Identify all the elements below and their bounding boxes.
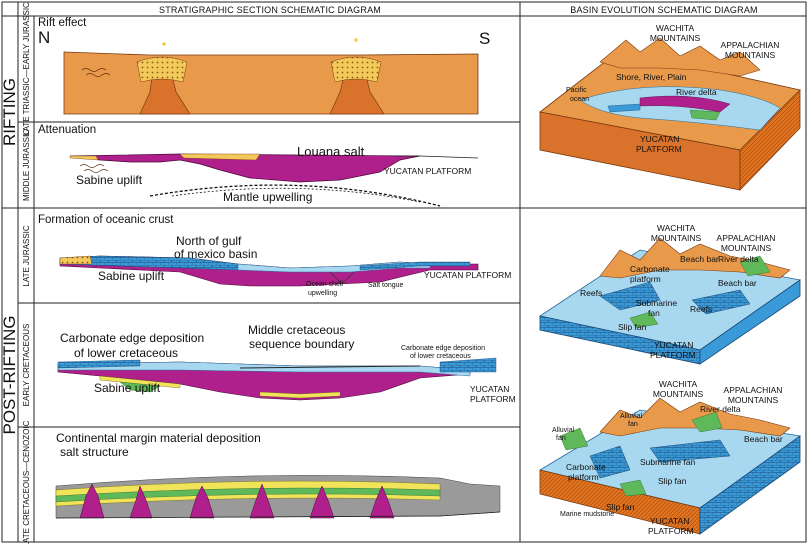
b1-app-2: MOUNTAINS [725,50,776,60]
label-louana-salt: Louana salt [297,144,365,159]
stage-post-rifting: POST-RIFTING [0,316,19,435]
b3-yucatan-1: YUCATAN [650,516,689,526]
label-carb-right-2: of lower cretaceous [410,353,471,360]
b2-app-2: MOUNTAINS [721,243,772,253]
age-early-cretaceous: EARLY CRETACEOUS [22,324,31,407]
title-salt-structure: salt structure [60,445,129,459]
b2-river-delta: River delta [718,254,759,264]
label-gulf-north: North of gulf [176,234,242,248]
b2-slip-fan: Slip fan [618,322,647,332]
title-rift-effect: Rift effect [38,17,87,29]
label-carb-left-1: Carbonate edge deposition [60,331,204,345]
b1-wachita-1: WACHITA [656,23,695,33]
label-upwelling: upwelling [308,290,337,297]
b1-river-delta: River delta [676,87,717,97]
b3-app-2: MOUNTAINS [728,395,779,405]
b2-beach-bar-1: Beach bar [680,254,719,264]
label-mid-cret-1: Middle cretaceous [248,323,345,337]
b3-submarine-fan: Submarine fan [640,457,696,467]
panel-oceanic-crust: Formation of oceanic crust North of gulf… [38,214,511,297]
label-yucatan-1: YUCATAN PLATFORM [384,166,471,176]
b1-wachita-2: MOUNTAINS [650,33,701,43]
title-attenuation: Attenuation [38,124,96,136]
b2-beach-bar-2: Beach bar [718,278,757,288]
b1-shore: Shore, River, Plain [616,72,687,82]
label-mid-cret-2: sequence boundary [249,337,354,351]
b3-river-delta: River delta [700,404,741,414]
label-salt-tongue: Salt tongue [368,282,404,289]
label-yucatan-3b: PLATFORM [470,394,516,404]
b3-alluvial-1b: fan [628,421,638,428]
age-late-triassic: LATE TRIASSIC—EARLY JURASSIC [22,2,31,136]
b3-wachita-1: WACHITA [659,379,698,389]
panel-attenuation: Attenuation Louana salt Sabine uplift YU… [38,124,479,207]
b2-sub-1: Submarine [636,298,677,308]
b1-pacific-1: Pacific [566,87,587,94]
b1-app-1: APPALACHIAN [721,40,780,50]
b3-yucatan-2: PLATFORM [648,526,694,536]
label-yucatan-2: YUCATAN PLATFORM [424,270,511,280]
age-late-cretaceous: LATE CRETACEOUS—CENOZOIC [22,420,31,544]
block-diagram-rifting: WACHITA MOUNTAINS APPALACHIAN MOUNTAINS … [539,23,801,191]
b2-reefs-1: Reefs [580,288,602,298]
label-yucatan-3a: YUCATAN [470,384,509,394]
b3-alluvial-1a: Alluvial [620,413,643,420]
b3-marine-mudstone: Marine mudstone [560,511,614,518]
b1-yucatan-1: YUCATAN [640,134,679,144]
b3-alluvial-2b: fan [556,435,566,442]
b2-sub-2: fan [648,308,660,318]
age-late-jurassic: LATE JURASSIC [22,225,31,286]
age-middle-jurassic: MIDDLE JURASSIC [22,129,31,201]
b2-carb-2: platform [630,274,661,284]
label-mantle-upwelling: Mantle upwelling [223,190,312,204]
block-diagram-late-cretaceous: WACHITA MOUNTAINS APPALACHIAN MOUNTAINS … [538,379,802,536]
b3-slip-fan-1: Slip fan [658,476,687,486]
b3-wachita-2: MOUNTAINS [653,389,704,399]
label-north: N [38,28,50,47]
label-sabine-uplift-2: Sabine uplift [98,269,165,283]
b2-carb-1: Carbonate [630,264,670,274]
b2-wachita-2: MOUNTAINS [651,233,702,243]
b1-pacific-2: ocean [570,96,589,103]
b2-reefs-2: Reefs [690,304,712,314]
label-ocean-shell: Ocean shell [306,281,343,288]
b3-slip-fan-2: Slip fan [606,502,635,512]
b3-alluvial-2a: Alluvial [552,427,575,434]
b3-beach-bar: Beach bar [744,434,783,444]
block-diagram-late-jurassic: WACHITA MOUNTAINS APPALACHIAN MOUNTAINS … [538,223,802,365]
label-sabine-uplift-3: Sabine uplift [94,381,161,395]
label-carb-left-2: of lower cretaceous [74,346,178,360]
label-sabine-uplift-1: Sabine uplift [76,173,143,187]
title-oceanic-crust: Formation of oceanic crust [38,214,174,226]
stage-rifting: RIFTING [0,78,19,146]
panel-lower-cretaceous: Carbonate edge deposition of lower creta… [57,323,516,404]
b2-yucatan-1: YUCATAN [654,340,693,350]
b1-yucatan-2: PLATFORM [636,144,682,154]
label-south: S [479,29,490,48]
b3-carb-1: Carbonate [566,462,606,472]
b2-yucatan-2: PLATFORM [650,350,696,360]
section-header: STRATIGRAPHIC SECTION SCHEMATIC DIAGRAM [159,5,381,15]
b2-wachita-1: WACHITA [657,223,696,233]
b3-carb-2: platform [568,472,599,482]
panel-continental-margin: Continental margin material deposition s… [55,431,501,519]
title-continental-margin: Continental margin material deposition [56,431,261,445]
panel-rift-effect: Rift effect N S [38,17,490,115]
b3-app-1: APPALACHIAN [724,385,783,395]
label-gulf-basin: of mexico basin [174,247,257,261]
label-carb-right-1: Carbonate edge deposition [401,345,485,352]
b2-app-1: APPALACHIAN [717,233,776,243]
basin-header: BASIN EVOLUTION SCHEMATIC DIAGRAM [570,5,757,15]
